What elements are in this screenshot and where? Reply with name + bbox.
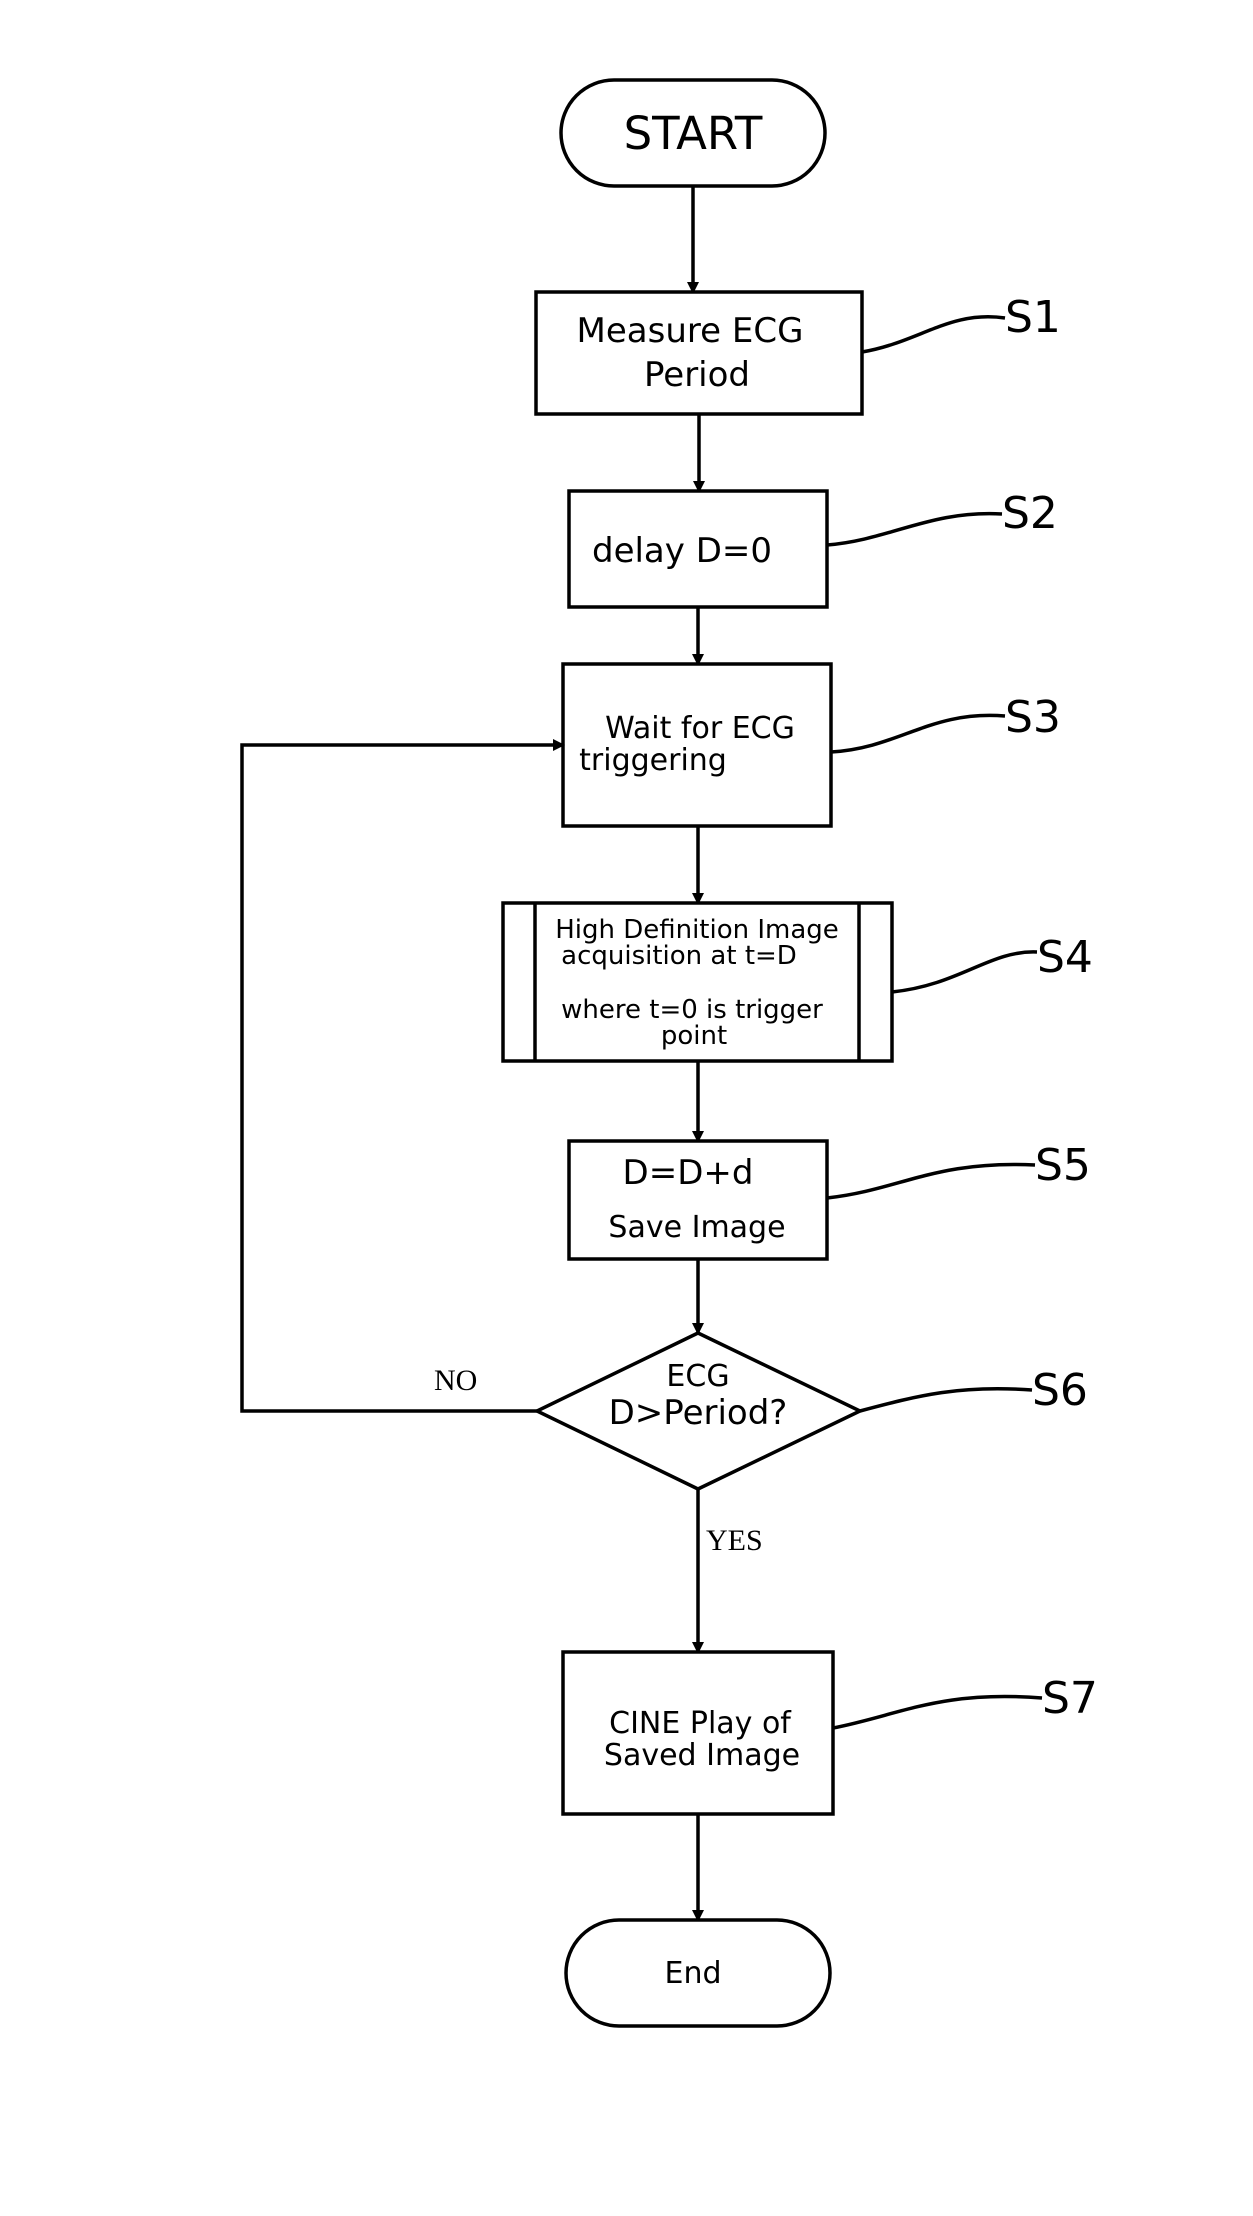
s1-leader-line [862, 317, 1005, 352]
edge-s6-no-s3 [242, 745, 563, 1411]
s2-label: delay D=0 [592, 531, 772, 571]
s4-line2: acquisition at t=D [561, 941, 797, 971]
s5-step-label: S5 [1035, 1140, 1091, 1191]
step-s6-decision: ECG D>Period? [537, 1333, 860, 1489]
s4-leader-line [892, 952, 1037, 992]
s1-step-label: S1 [1005, 292, 1061, 343]
s2-step-label: S2 [1002, 488, 1058, 539]
s6-step-label: S6 [1032, 1365, 1088, 1416]
s5-line1: D=D+d [623, 1153, 754, 1193]
step-s4-box: High Definition Image acquisition at t=D… [503, 903, 892, 1061]
s7-line1: CINE Play of [609, 1706, 792, 1741]
s4-line4: point [661, 1021, 727, 1051]
end-terminal: End [566, 1920, 830, 2026]
s6-line1: ECG [666, 1359, 729, 1394]
no-label: NO [434, 1364, 477, 1397]
s4-step-label: S4 [1037, 932, 1093, 983]
s3-step-label: S3 [1005, 692, 1061, 743]
s2-leader-line [827, 514, 1002, 545]
step-s3-box: Wait for ECG triggering [563, 664, 831, 826]
start-label: START [624, 107, 763, 160]
step-s1-box: Measure ECG Period [536, 292, 862, 414]
end-label: End [664, 1956, 721, 1991]
s5-leader-line [827, 1164, 1035, 1198]
step-s7-box: CINE Play of Saved Image [563, 1652, 833, 1814]
step-s5-box: D=D+d Save Image [569, 1141, 827, 1259]
s7-step-label: S7 [1042, 1673, 1098, 1724]
s5-line2: Save Image [608, 1210, 785, 1245]
s7-leader-line [833, 1696, 1042, 1728]
s1-line2: Period [644, 355, 750, 395]
yes-label: YES [706, 1524, 763, 1557]
s3-line2: triggering [579, 743, 727, 778]
s3-leader-line [831, 715, 1005, 752]
start-terminal: START [561, 80, 825, 186]
step-s2-box: delay D=0 [569, 491, 827, 607]
s1-line1: Measure ECG [577, 311, 804, 351]
s6-leader-line [860, 1389, 1032, 1411]
s3-line1: Wait for ECG [605, 711, 795, 746]
s7-line2: Saved Image [604, 1738, 800, 1773]
s6-line2: D>Period? [609, 1393, 788, 1433]
